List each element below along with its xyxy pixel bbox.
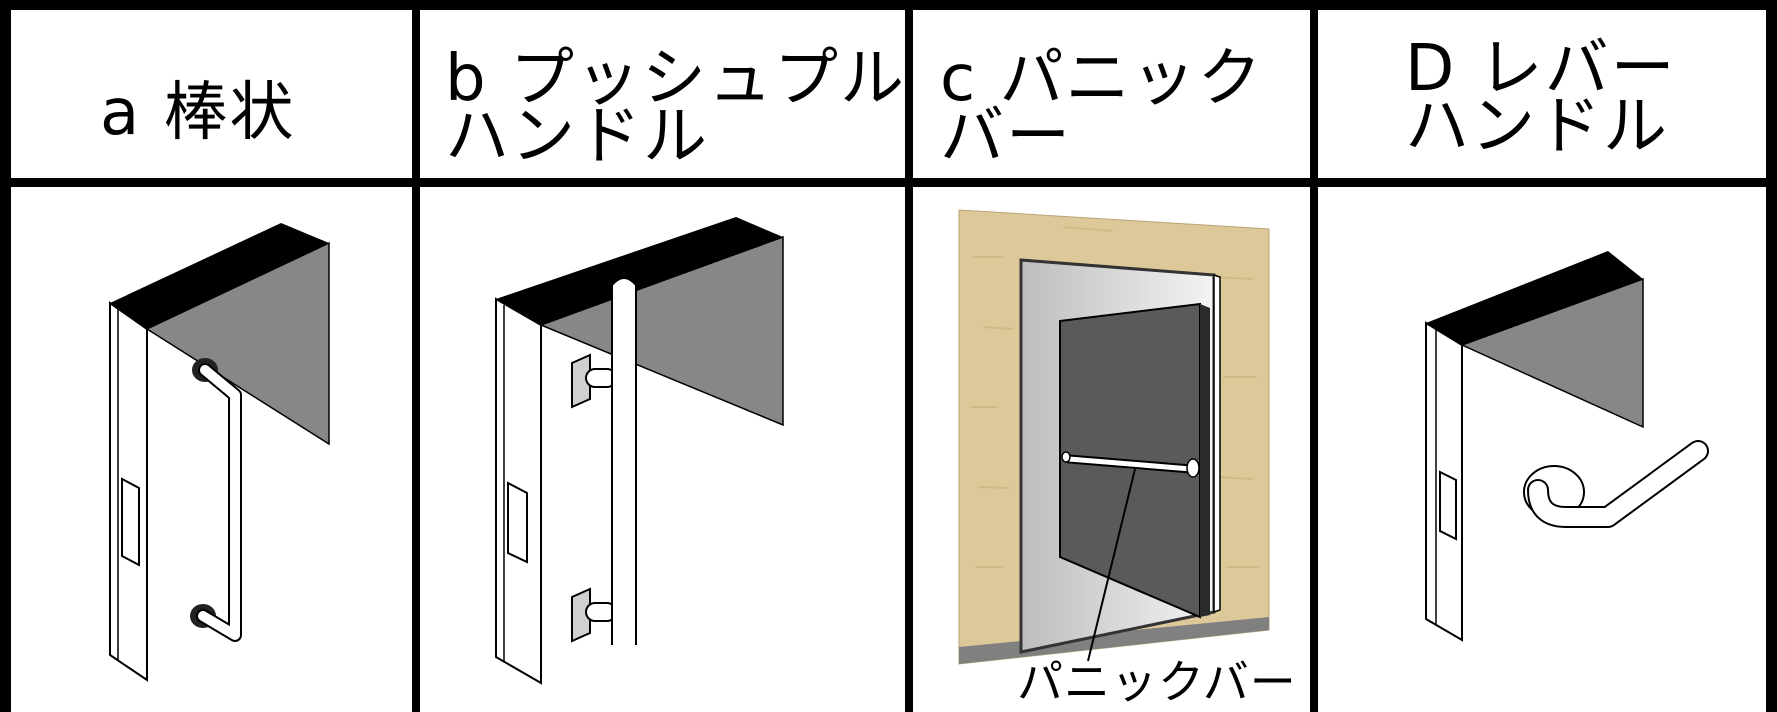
panic-bar-door — [1059, 302, 1210, 619]
latch-plate — [1439, 470, 1457, 541]
push-pull-handle-illustration — [495, 217, 784, 685]
bar-handle-illustration — [109, 223, 330, 682]
latch-plate — [121, 477, 140, 567]
door-panel-b — [495, 217, 784, 685]
lever-handle-illustration — [1425, 251, 1709, 642]
header-b-line1: b プッシュプル — [445, 42, 906, 116]
door-top-edge — [496, 217, 783, 325]
push-pull-handle — [571, 277, 637, 645]
bar-mount-left — [1061, 451, 1071, 463]
door-panel-d — [1425, 251, 1644, 642]
callout-leader — [1087, 468, 1136, 662]
panic-bar — [1066, 456, 1194, 472]
header-d-line1: D レバー — [1405, 32, 1677, 106]
column-divider-2 — [905, 0, 913, 712]
bar-handle — [190, 358, 242, 642]
door-top-edge — [1426, 251, 1643, 345]
panic-bar-callout-label: パニックバー — [1017, 655, 1297, 709]
mount-bracket-top — [571, 353, 591, 409]
door-edge — [1200, 304, 1210, 617]
header-b-line2: ハンドル — [445, 100, 709, 174]
lever-arm — [1529, 442, 1707, 526]
column-divider-1 — [412, 0, 420, 712]
handle-bar — [198, 365, 240, 640]
lever-handle — [1523, 440, 1709, 528]
column-divider-3 — [1310, 0, 1318, 712]
header-d-line2: ハンドル — [1405, 90, 1669, 164]
door-top-edge — [110, 223, 329, 329]
bar-mount-right — [1186, 458, 1200, 478]
header-divider — [0, 178, 1777, 187]
header-c-line2: バー — [940, 100, 1072, 174]
floor-strip — [959, 617, 1269, 664]
mount-bracket-bottom — [571, 587, 591, 643]
door-panel-a — [109, 223, 330, 682]
frame-jamb — [1213, 273, 1221, 614]
handle-pole — [611, 277, 637, 645]
header-a: a 棒状 — [100, 76, 296, 150]
latch-plate — [507, 481, 528, 564]
panic-bar-illustration — [958, 209, 1270, 665]
header-c-line1: c パニック — [940, 42, 1264, 116]
